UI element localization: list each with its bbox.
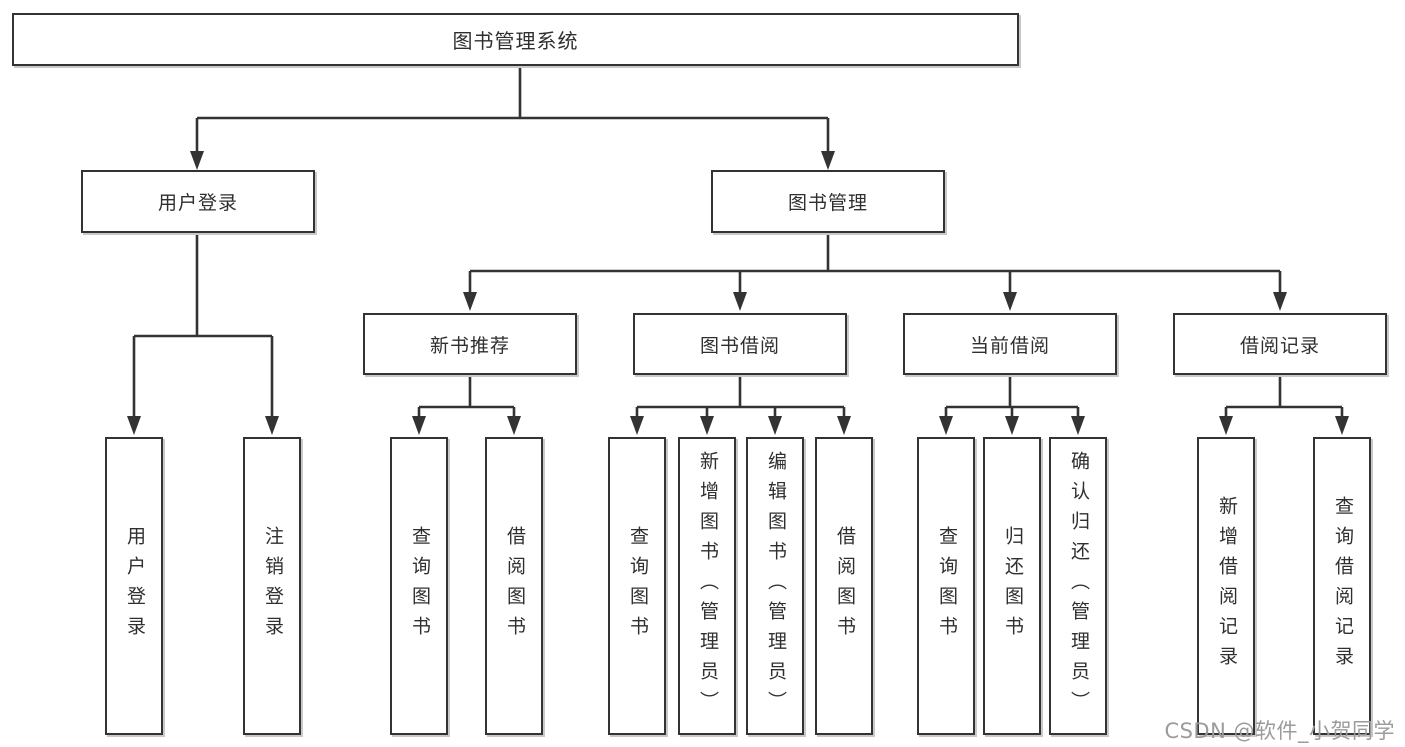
leaf-label: 新增图书（管理员） — [696, 451, 719, 721]
leaf-edit-book-admin: 编辑图书（管理员） — [746, 437, 804, 735]
node-label: 当前借阅 — [969, 334, 1050, 357]
leaf-label: 借阅图书 — [833, 526, 856, 646]
leaf-label: 用户登录 — [123, 526, 146, 646]
node-library-system: 图书管理系统 — [12, 13, 1019, 66]
leaf-label: 注销登录 — [261, 526, 284, 646]
node-new-book-recommendation: 新书推荐 — [363, 313, 577, 375]
leaf-label: 查询借阅记录 — [1331, 496, 1354, 676]
arrowheads — [127, 151, 1349, 435]
node-book-borrowing: 图书借阅 — [633, 313, 847, 375]
leaf-query-books-recommend: 查询图书 — [390, 437, 448, 735]
node-label: 借阅记录 — [1239, 334, 1320, 357]
leaf-label: 查询图书 — [408, 526, 431, 646]
leaf-query-borrow-record: 查询借阅记录 — [1313, 437, 1371, 735]
leaf-return-book: 归还图书 — [983, 437, 1041, 735]
leaf-user-login: 用户登录 — [105, 437, 163, 735]
node-label: 用户登录 — [157, 192, 238, 214]
leaf-label: 借阅图书 — [503, 526, 526, 646]
leaf-logout: 注销登录 — [243, 437, 301, 735]
node-label: 图书管理系统 — [452, 29, 579, 53]
leaf-label: 编辑图书（管理员） — [764, 451, 787, 721]
node-label: 图书管理 — [787, 192, 868, 214]
leaf-label: 确认归还（管理员） — [1067, 451, 1090, 721]
leaf-label: 查询图书 — [626, 526, 649, 646]
node-current-borrowing: 当前借阅 — [903, 313, 1117, 375]
node-book-management: 图书管理 — [711, 170, 945, 233]
leaf-borrow-books-recommend: 借阅图书 — [485, 437, 543, 735]
node-label: 新书推荐 — [429, 334, 510, 357]
leaf-label: 查询图书 — [935, 526, 958, 646]
leaf-confirm-return-admin: 确认归还（管理员） — [1049, 437, 1107, 735]
node-label: 图书借阅 — [699, 334, 780, 357]
csdn-watermark: CSDN @软件_小贺同学 — [1164, 719, 1395, 743]
leaf-query-books-borrowing: 查询图书 — [608, 437, 666, 735]
leaf-query-books-current: 查询图书 — [917, 437, 975, 735]
leaf-borrow-books-borrowing: 借阅图书 — [815, 437, 873, 735]
leaf-add-borrow-record: 新增借阅记录 — [1197, 437, 1255, 735]
leaf-label: 新增借阅记录 — [1215, 496, 1238, 676]
node-borrowing-records: 借阅记录 — [1173, 313, 1387, 375]
leaf-add-book-admin: 新增图书（管理员） — [678, 437, 736, 735]
connector-edges — [132, 66, 1344, 418]
leaf-label: 归还图书 — [1001, 526, 1024, 646]
node-user-login-branch: 用户登录 — [81, 170, 315, 233]
